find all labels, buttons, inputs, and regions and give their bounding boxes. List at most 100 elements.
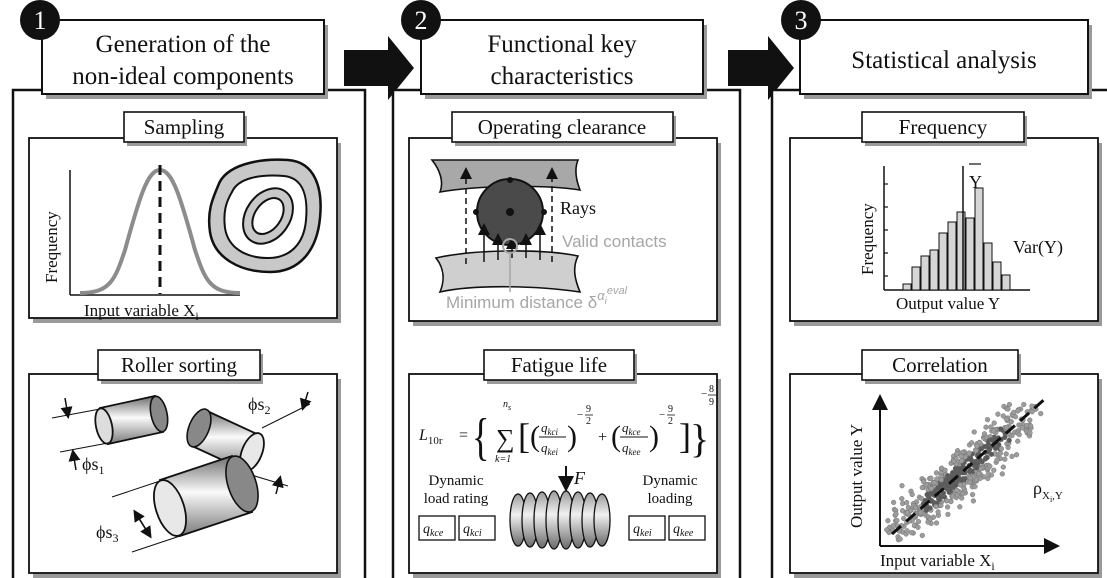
- scatter-point: [1021, 401, 1027, 408]
- q-box-kce: qkce: [418, 515, 456, 541]
- scatter-point: [985, 471, 991, 477]
- dynamic-load-rating-line1: Dynamic: [429, 473, 484, 489]
- scatter-point: [944, 504, 951, 510]
- scatter-point: [945, 473, 951, 479]
- scatter-point: [1011, 409, 1017, 416]
- roller-sorting-label-box: [97, 349, 261, 381]
- dynamic-loading-line2: loading: [648, 491, 693, 507]
- scatter-point: [951, 458, 957, 464]
- scatter-point: [976, 471, 982, 477]
- step-2-panel: Functional key characteristics 2 Operati…: [391, 0, 742, 578]
- hist-bar: [956, 211, 966, 291]
- dynamic-load-rating-line2: load rating: [424, 491, 489, 507]
- scatter-point: [928, 486, 934, 492]
- step-1-badge: [20, 0, 60, 40]
- scatter-point: [909, 491, 915, 498]
- fatigue-life-label-box: [483, 349, 635, 381]
- scatter-point: [1006, 437, 1012, 443]
- operating-clearance-label: Operating clearance: [478, 115, 646, 139]
- step-3-title-box: [799, 19, 1089, 95]
- scatter-point: [970, 498, 977, 504]
- hist-bar: [929, 249, 939, 291]
- frequency-label: Frequency: [899, 115, 988, 139]
- step-2-badge: [401, 0, 441, 40]
- scatter-point: [958, 458, 965, 464]
- sampling-y-label: Frequency: [42, 211, 61, 283]
- roller-2-dimension: ϕs2: [248, 394, 270, 417]
- scatter-point: [899, 496, 905, 502]
- svg-text:}: }: [690, 416, 709, 461]
- scatter-point: [933, 470, 940, 476]
- scatter-point: [885, 518, 891, 524]
- scatter-point: [1019, 425, 1026, 431]
- scatter-point: [912, 505, 919, 511]
- hist-bar: [938, 232, 948, 291]
- scatter-point: [977, 440, 983, 446]
- scatter-point: [894, 517, 900, 524]
- term1-den: qkei: [541, 440, 558, 457]
- scatter-point: [999, 471, 1005, 477]
- rho-label: ρXi,Y: [1033, 478, 1063, 504]
- svg-text:+: +: [598, 429, 607, 446]
- scatter-point: [938, 502, 944, 509]
- scatter-point: [1002, 456, 1008, 462]
- scatter-point: [1029, 409, 1035, 415]
- scatter-point: [952, 482, 958, 489]
- scatter-point: [1003, 416, 1010, 422]
- loaded-roller: [509, 466, 611, 550]
- scatter-point: [937, 495, 944, 501]
- step-1-number: 1: [34, 6, 47, 35]
- frequency-label-box: [861, 111, 1025, 143]
- scatter-point: [1009, 453, 1015, 460]
- formula-lhs: L10r: [418, 427, 443, 447]
- scatter-point: [904, 500, 910, 506]
- term2-num: qkce: [622, 420, 640, 437]
- term1-num: qkci: [541, 420, 558, 437]
- scatter-point: [884, 527, 890, 533]
- svg-text:−: −: [701, 388, 707, 400]
- svg-text:9: 9: [586, 404, 591, 415]
- scatter-point: [919, 484, 925, 491]
- step-3-badge: [781, 0, 821, 40]
- hist-x-label: Output value Y: [896, 294, 1000, 313]
- svg-text:9: 9: [709, 397, 714, 408]
- scatter-point: [921, 479, 927, 485]
- scatter-point: [978, 446, 985, 452]
- scatter-point: [954, 451, 960, 457]
- step-1-title-box: [41, 19, 325, 95]
- step-1-title-line2: non-ideal components: [72, 63, 293, 90]
- scatter-point: [904, 510, 911, 516]
- roller-1: ϕs1: [51, 394, 169, 477]
- hist-bar: [974, 187, 984, 291]
- scatter-point: [897, 536, 903, 542]
- scatter-point: [987, 463, 993, 469]
- svg-text:−: −: [577, 409, 583, 421]
- dynamic-loading-line1: Dynamic: [643, 473, 698, 489]
- scatter-point: [958, 453, 964, 459]
- corr-x-label: Input variable Xi: [880, 551, 995, 573]
- arrow-2-to-3: [728, 36, 794, 100]
- hist-bar: [920, 255, 930, 291]
- hist-bar: [1001, 274, 1011, 291]
- scatter-point: [1029, 403, 1035, 409]
- scatter-point: [966, 450, 972, 456]
- q-box-kei: qkei: [628, 515, 666, 541]
- roller-sorting-label: Roller sorting: [121, 353, 238, 377]
- correlation-label: Correlation: [892, 353, 988, 377]
- svg-text:{: {: [472, 408, 489, 466]
- scatter-point: [969, 440, 975, 446]
- step-1-title-line1: Generation of the: [96, 31, 271, 58]
- scatter-point: [974, 465, 980, 471]
- fatigue-life-label: Fatigue life: [511, 353, 607, 377]
- scatter-point: [983, 424, 989, 430]
- arrow-1-to-2: [344, 36, 414, 100]
- scatter-point: [1015, 438, 1021, 444]
- scatter-point: [950, 470, 956, 476]
- scatter-point: [938, 477, 944, 483]
- sampling-label-box: [123, 111, 245, 143]
- step-1-panel: Generation of the non-ideal components 1…: [11, 0, 367, 578]
- hist-bar: [983, 242, 993, 291]
- scatter-point: [984, 417, 991, 423]
- scatter-point: [1016, 432, 1022, 438]
- scatter-point: [944, 483, 951, 489]
